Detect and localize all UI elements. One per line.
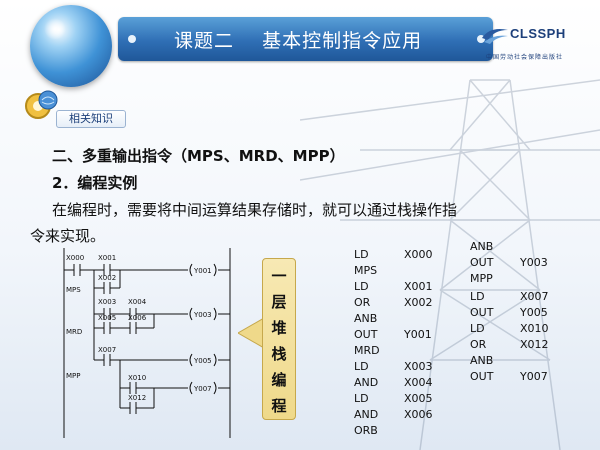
instruction-op: MPS [354,264,378,277]
coil-label: Y005 [193,357,212,365]
instruction-op: OUT [470,370,494,383]
contact-label: X010 [128,374,146,382]
logo-text: CLSSPH [510,26,566,41]
lens-flare [44,18,66,40]
instruction-arg: X007 [520,290,549,303]
callout-char: 堆 [271,319,287,337]
instruction-arg: Y003 [520,256,548,269]
contact-label: X005 [98,314,116,322]
instruction-op: LD [470,322,485,335]
title-banner: 课题二 基本控制指令应用 [118,17,493,61]
program-listing-right: ANB OUT Y003 MPP LD X007 OUT Y005 LD X01… [470,240,590,390]
contact-label: X004 [128,298,147,306]
callout-char: 栈 [271,345,287,363]
stack-label-mrd: MRD [66,328,82,336]
instruction-op: ANB [470,354,494,367]
instruction-op: AND [354,408,379,421]
callout-char: 程 [271,397,287,415]
power-tower-graphic [300,79,600,450]
instruction-arg: X002 [404,296,433,309]
instruction-op: OUT [354,328,378,341]
instruction-arg: X012 [520,338,549,351]
callout-pointer [238,318,264,348]
coil-label: Y007 [193,385,212,393]
callout-box: 一 层 堆 栈 编 程 [262,258,296,420]
instruction-op: LD [354,280,369,293]
instruction-arg: X005 [404,392,433,405]
page-title: 课题二 基本控制指令应用 [174,29,423,52]
instruction-arg: Y007 [520,370,548,383]
instruction-op: MRD [354,344,380,357]
contact-label: X002 [98,274,116,282]
coil-label: Y003 [193,311,212,319]
section-tag-label: 相关知识 [56,110,126,128]
banner-dot-right [477,35,485,43]
instruction-arg: X000 [404,248,433,261]
logo-swoosh-icon [482,29,508,44]
instruction-op: ANB [470,240,494,253]
contact-label: X001 [98,254,116,262]
callout-char: 编 [271,371,287,389]
instruction-arg: X001 [404,280,433,293]
instruction-op: ANB [354,312,378,325]
logo-subtitle: 中国劳动社会保障出版社 [486,54,564,61]
contact-label: X000 [66,254,84,262]
instruction-arg: X010 [520,322,549,335]
contact-label: X006 [128,314,147,322]
heading-example: 2．编程实例 [52,174,138,192]
single-stack-callout: 一 层 堆 栈 编 程 [238,248,298,433]
contact-label: X012 [128,394,146,402]
globe-icon [30,5,112,87]
gear-globe-icon [25,90,58,119]
banner-dot-left [128,35,136,43]
instruction-op: AND [354,376,379,389]
instruction-op: LD [470,290,485,303]
instruction-op: OUT [470,306,494,319]
callout-char: 一 [271,267,287,285]
instruction-arg: Y001 [404,328,432,341]
callout-char: 层 [271,293,287,311]
instruction-op: LD [354,392,369,405]
instruction-op: LD [354,248,369,261]
instruction-op: ORB [354,424,378,437]
stack-label-mpp: MPP [66,372,80,380]
program-listing-left: LD X000 MPS LD X001 OR X002 ANB OUT Y001… [354,248,464,443]
paragraph-line-1: 在编程时，需要将中间运算结果存储时，就可以通过栈操作指 [52,201,458,219]
ladder-diagram: X000 X001 X002 X003 X004 X005 X006 X007 … [63,248,231,438]
instruction-arg: X004 [404,376,433,389]
instruction-op: OUT [470,256,494,269]
publisher-logo: CLSSPH 中国劳动社会保障出版社 [480,22,584,70]
contact-label: X007 [98,346,116,354]
instruction-arg: X003 [404,360,433,373]
instruction-op: MPP [470,272,493,285]
coil-label: Y001 [193,267,212,275]
instruction-op: OR [354,296,371,309]
heading-multi-output: 二、多重输出指令（MPS、MRD、MPP） [52,147,345,165]
instruction-op: LD [354,360,369,373]
instruction-arg: Y005 [520,306,548,319]
contact-label: X003 [98,298,116,306]
related-knowledge-tag: 相关知识 [22,88,132,132]
stack-label-mps: MPS [66,286,81,294]
paragraph-line-2: 令来实现。 [30,227,106,245]
instruction-arg: X006 [404,408,433,421]
instruction-op: OR [470,338,487,351]
